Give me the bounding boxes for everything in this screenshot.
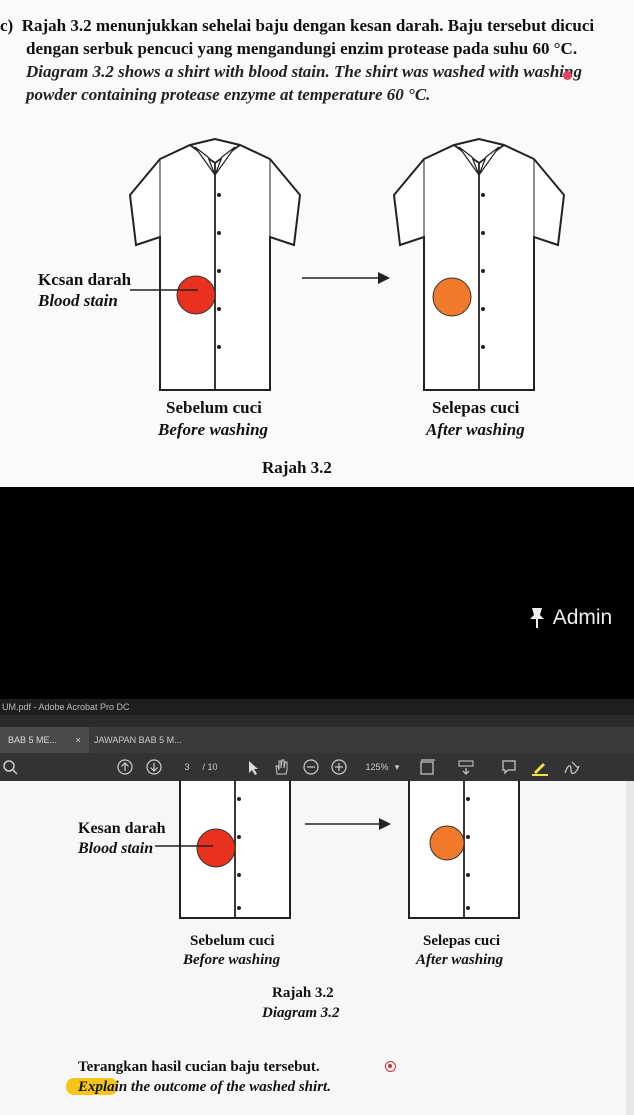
menu-strip (0, 715, 634, 727)
question-malay-line2: dengan serbuk pencuci yang mengandungi e… (26, 39, 578, 58)
scroll-mode-icon[interactable] (456, 758, 476, 776)
search-icon[interactable] (2, 758, 18, 776)
question-english-line2: powder containing protease enzyme at tem… (26, 85, 431, 104)
caption-malay: Rajah 3.2 (272, 985, 334, 1001)
document-bottom-view[interactable]: Kesan darah Blood stain Sebelum cuci Bef… (0, 781, 634, 1115)
caption-malay: Rajah 3.2 (262, 458, 332, 477)
highlight-mark (66, 1078, 118, 1095)
vertical-scrollbar[interactable] (626, 781, 634, 1115)
arrow-right-icon (302, 272, 390, 284)
instruction-english: Explain the outcome of the washed shirt. (78, 1079, 331, 1095)
acrobat-toolbar: 3 / 10 125% ▾ (0, 753, 634, 781)
cursor-target-dot (385, 1061, 396, 1072)
tab-close-icon[interactable]: × (75, 735, 81, 745)
shirt-before-washing (179, 781, 291, 919)
stain-label-english: Blood stain (78, 840, 154, 857)
zoom-level-select[interactable]: 125% (365, 762, 389, 772)
before-label-english: Before washing (183, 952, 281, 968)
caption-english: Diagram 3.2 (262, 1005, 340, 1021)
before-label-malay: Sebelum cuci (166, 398, 262, 417)
arrow-right-icon (305, 818, 391, 830)
before-label-malay: Sebelum cuci (190, 933, 275, 949)
select-cursor-icon[interactable] (246, 758, 260, 776)
tab-jawapan[interactable]: JAWAPAN BAB 5 M... (86, 727, 190, 753)
tab-bab5[interactable]: BAB 5 ME... × (0, 727, 89, 753)
question-text: c) Rajah 3.2 menunjukkan sehelai baju de… (0, 14, 626, 106)
stain-after (432, 277, 472, 317)
chevron-down-icon[interactable]: ▾ (394, 762, 400, 772)
document-top-view: c) Rajah 3.2 menunjukkan sehelai baju de… (0, 0, 634, 487)
stain-before (176, 275, 216, 315)
shirt-after-washing (408, 781, 520, 919)
page-number-input[interactable]: 3 (184, 762, 190, 772)
tab-label: BAB 5 ME... (8, 735, 58, 745)
next-page-icon[interactable] (145, 758, 163, 776)
pin-icon (530, 608, 544, 629)
shirt-before-washing (128, 137, 302, 391)
fit-page-icon[interactable] (418, 758, 438, 776)
window-title: UM.pdf - Adobe Acrobat Pro DC (0, 699, 634, 715)
before-label-english: Before washing (158, 420, 269, 439)
stain-label-english: Blood stain (38, 291, 118, 310)
zoom-in-icon[interactable] (330, 758, 348, 776)
zoom-out-icon[interactable] (302, 758, 320, 776)
highlight-pen-icon[interactable] (530, 758, 550, 776)
after-label-english: After washing (426, 420, 525, 439)
stain-label-malay: Kesan darah (78, 820, 166, 837)
after-label-malay: Selepas cuci (423, 933, 501, 949)
after-label-malay: Selepas cuci (432, 398, 520, 417)
presenter-name: Admin (552, 606, 613, 629)
tab-label: JAWAPAN BAB 5 M... (94, 735, 182, 745)
after-label-english: After washing (416, 952, 504, 968)
shirt-after-washing (392, 137, 566, 391)
document-tabs: BAB 5 ME... × JAWAPAN BAB 5 M... (0, 727, 634, 753)
instruction-malay: Terangkan hasil cucian baju tersebut. (78, 1059, 320, 1075)
sign-icon[interactable] (562, 758, 582, 776)
stain-pointer-line (130, 289, 198, 291)
screen-share-black-area (0, 487, 634, 699)
presenter-badge: Admin (526, 606, 612, 630)
stain-label-malay: Kcsan darah (38, 270, 132, 289)
previous-page-icon[interactable] (116, 758, 134, 776)
question-malay-line1: c) Rajah 3.2 menunjukkan sehelai baju de… (0, 16, 595, 35)
question-english-line1: Diagram 3.2 shows a shirt with blood sta… (26, 62, 582, 81)
stain-pointer-line (155, 845, 213, 847)
page-total: / 10 (202, 762, 218, 772)
hand-tool-icon[interactable] (272, 758, 290, 776)
red-cursor-dot (563, 71, 572, 80)
comment-icon[interactable] (500, 758, 518, 776)
